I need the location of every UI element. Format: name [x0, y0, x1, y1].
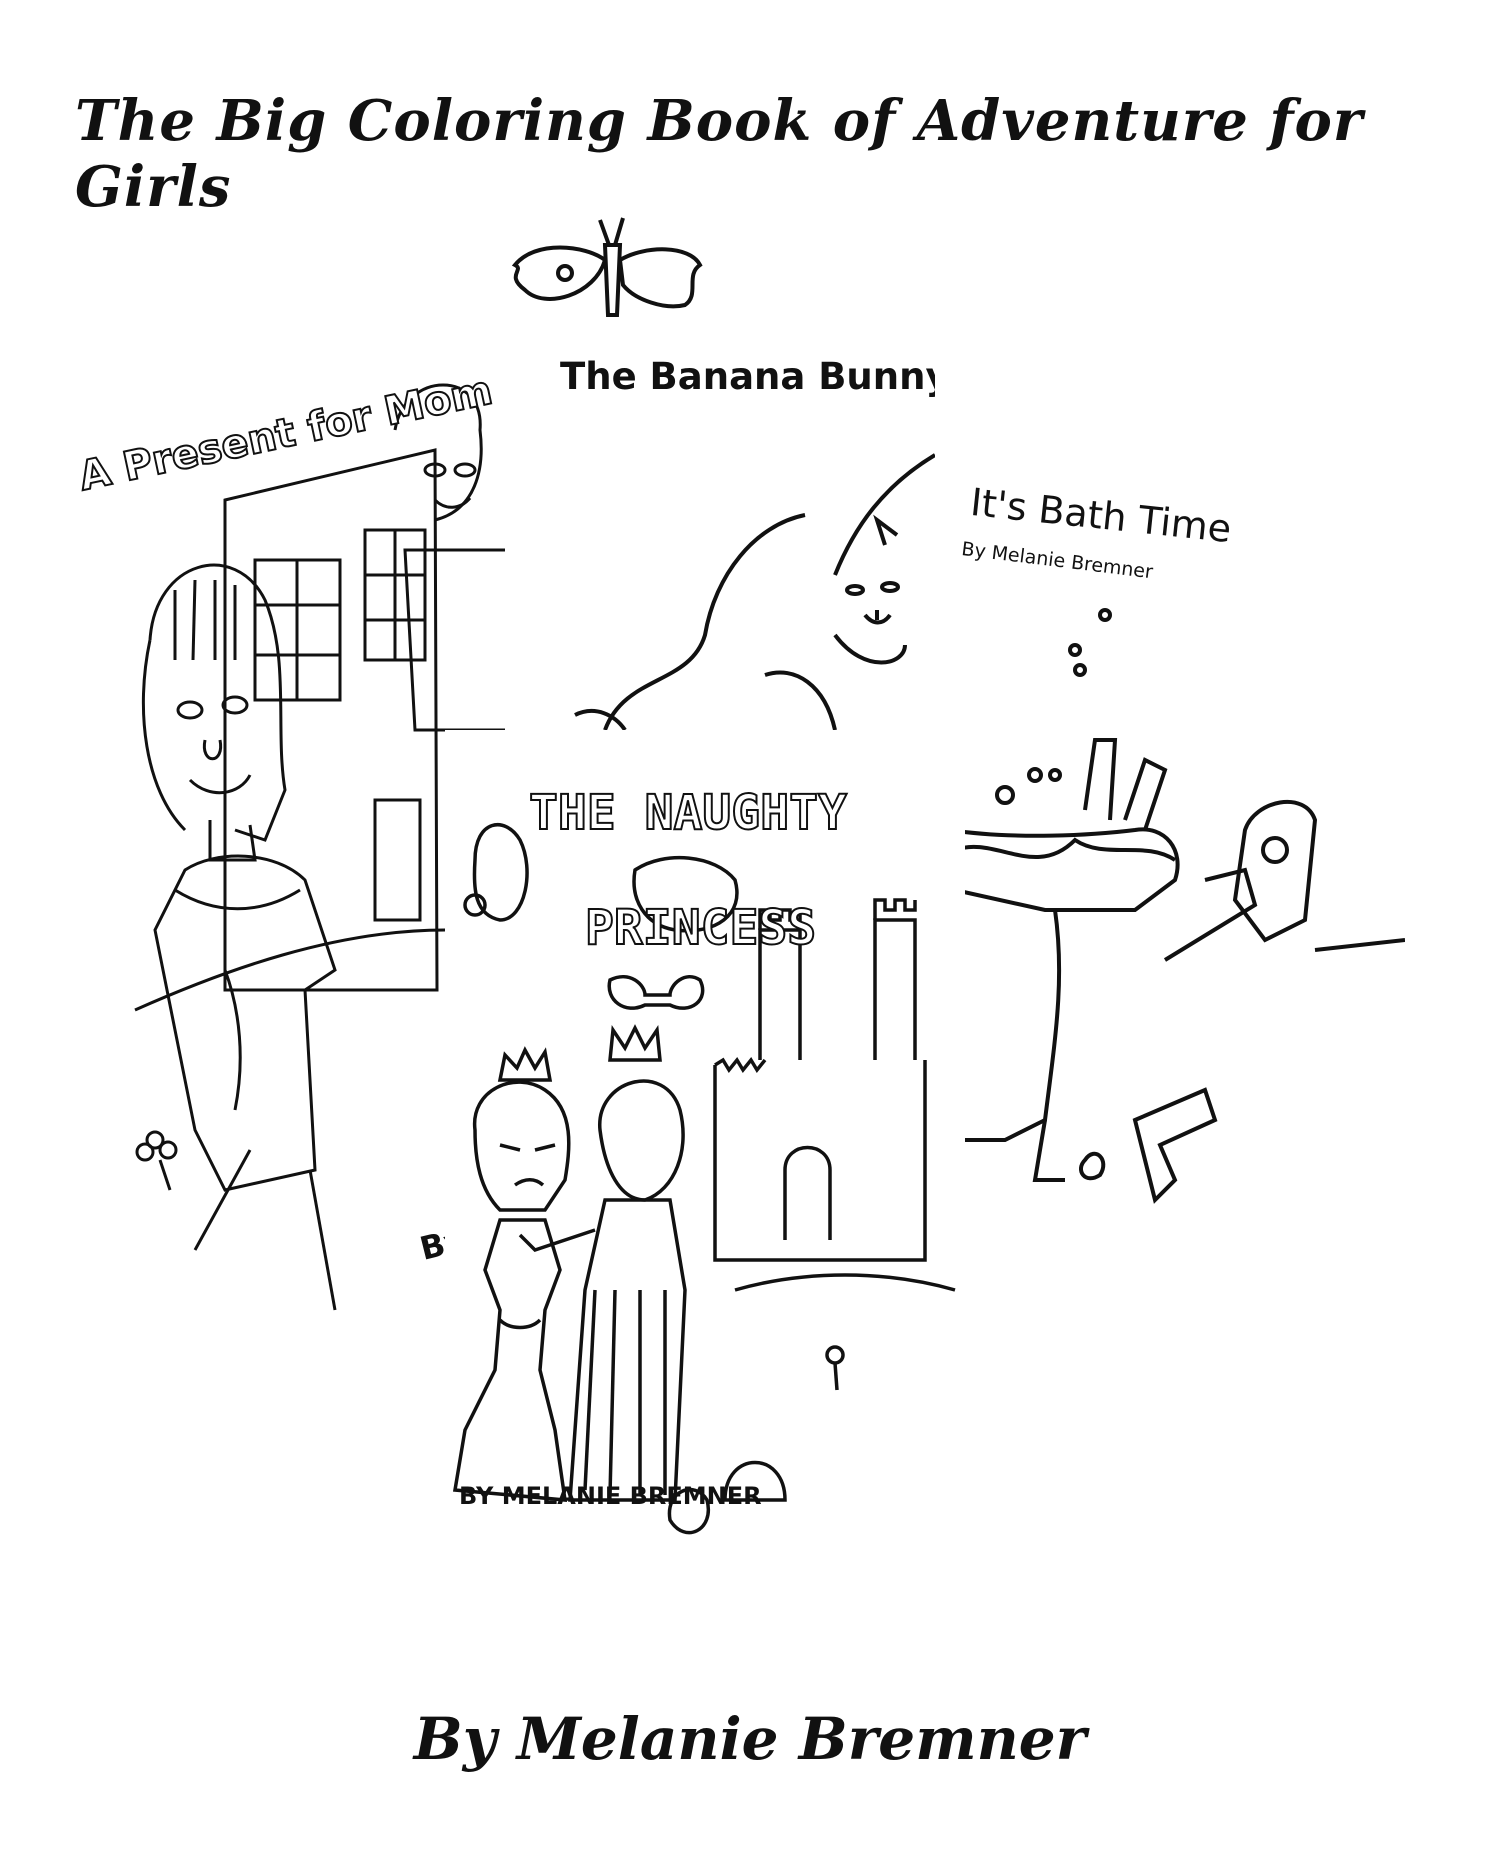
present-illustration: [134, 383, 515, 1311]
princess-cover-title-line1: THE NAUGHTY: [528, 784, 848, 842]
bath-illustration: [949, 608, 1405, 1204]
bunny-illustration: [511, 217, 935, 730]
cover-its-bath-time: It's Bath Time By Melanie Bremner: [935, 440, 1405, 1265]
cover-banana-bunny-bum: The Banana Bunny Bum: [505, 215, 935, 730]
book-author: By Melanie Bremner: [413, 1705, 1087, 1773]
princess-cover-title-line2: PRINCESS: [584, 899, 817, 957]
book-title: The Big Coloring Book of Adventure for G…: [75, 88, 1364, 220]
bunny-cover-title: The Banana Bunny Bum: [560, 355, 935, 398]
princess-illustration: [452, 822, 956, 1535]
cover-naughty-princess: THE NAUGHTY PRINCESS BY MELANIE BREMNER: [445, 730, 965, 1565]
princess-cover-byline: BY MELANIE BREMNER: [459, 1482, 762, 1510]
cover-present-for-mom: A Present for Mom By: [75, 370, 515, 1320]
